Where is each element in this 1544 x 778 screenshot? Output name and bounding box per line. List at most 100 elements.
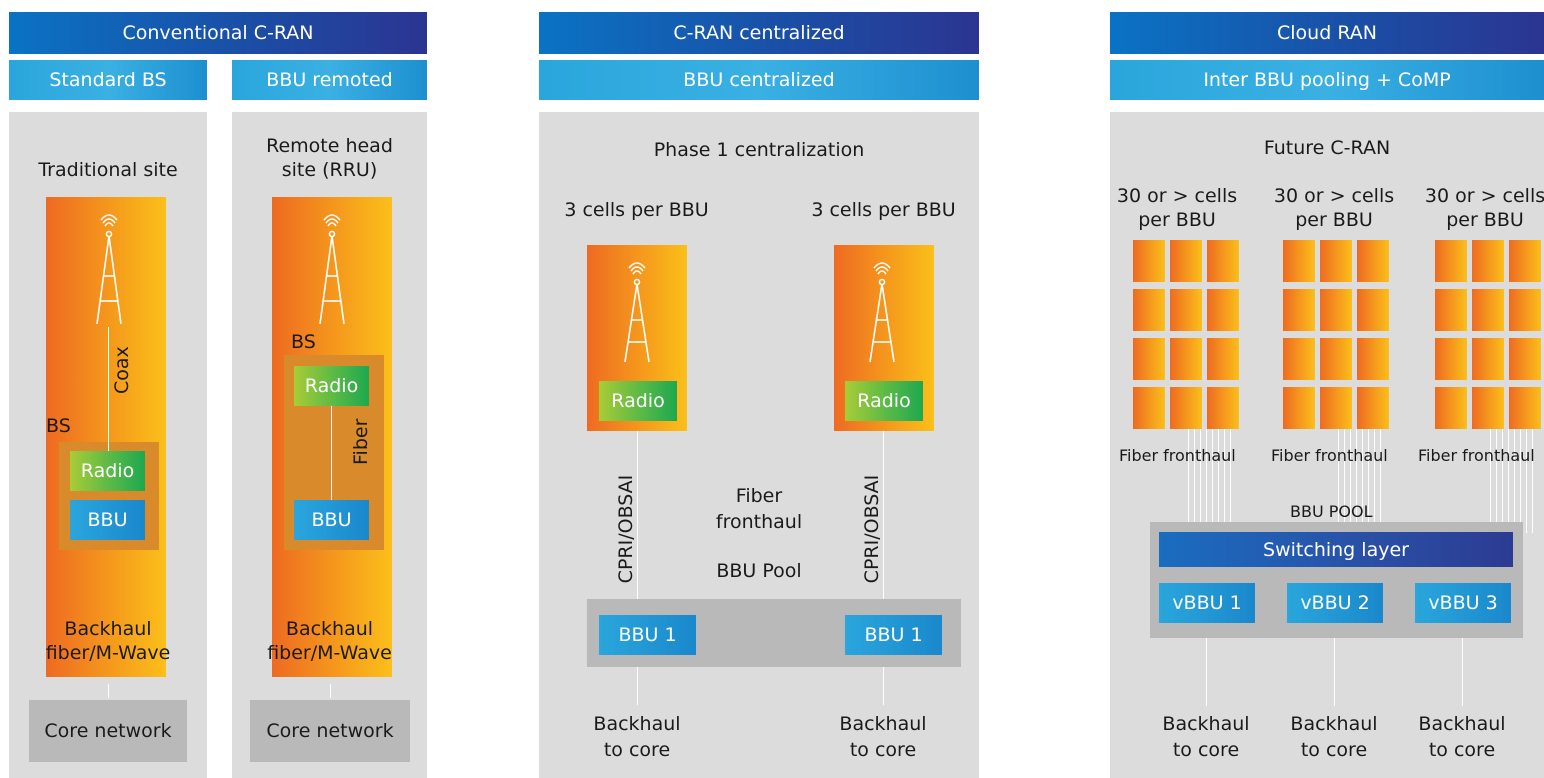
fiber-line: [331, 406, 332, 500]
fiber-fronthaul-line2: fronthaul: [715, 511, 803, 533]
fronthaul-fiber: [1344, 429, 1345, 533]
standard-bs-header: Standard BS: [9, 60, 207, 100]
fronthaul-fiber: [1362, 429, 1363, 533]
fiber-fronthaul-label-3: Fiber fronthaul: [1418, 446, 1535, 465]
standard-bs-panel: Traditional site Coax BS Radio BBU Backh…: [9, 112, 207, 778]
cell-block: [1357, 289, 1389, 331]
bbu-pool-label: BBU POOL: [1290, 502, 1373, 521]
bbu-box: BBU: [294, 500, 369, 540]
fronthaul-fiber: [1532, 429, 1533, 533]
bbu-remoted-panel: Remote head site (RRU) BS Radio Fiber BB…: [232, 112, 427, 778]
cell-block: [1283, 338, 1315, 380]
fronthaul-fiber: [1230, 429, 1231, 533]
backhaul-line2: fiber/M-Wave: [45, 642, 171, 664]
cell-block: [1435, 338, 1467, 380]
cell-block: [1357, 338, 1389, 380]
backhaul-2-line2: to core: [1300, 739, 1368, 761]
cell-block: [1435, 387, 1467, 429]
bbu-centralized-header: BBU centralized: [539, 60, 979, 100]
cell-block: [1435, 240, 1467, 282]
group1-cells-line2: per BBU: [1138, 209, 1216, 231]
cell-block: [1357, 387, 1389, 429]
fronthaul-fiber: [1374, 429, 1375, 533]
site-box: [46, 197, 166, 677]
fronthaul-fiber: [1356, 429, 1357, 533]
conventional-cran-header: Conventional C-RAN: [9, 12, 427, 54]
backhaul-line1: Backhaul: [64, 618, 152, 640]
fronthaul-fiber: [1368, 429, 1369, 533]
future-cran-label: Future C-RAN: [1263, 137, 1391, 159]
cell-block: [1509, 338, 1541, 380]
backhaul-2-line1: Backhaul: [1290, 713, 1378, 735]
fronthaul-fiber: [1496, 429, 1497, 533]
cloud-panel: Future C-RAN 30 or > cells per BBU 30 or…: [1110, 112, 1544, 778]
fronthaul-fiber: [1218, 429, 1219, 533]
bs-label: BS: [46, 415, 71, 437]
backhaul-right-line1: Backhaul: [839, 713, 927, 735]
cell-block: [1320, 289, 1352, 331]
core-network-box: Core network: [29, 700, 187, 762]
cell-block: [1509, 387, 1541, 429]
vbbu-2: vBBU 2: [1287, 583, 1383, 623]
backhaul-line-3: [1462, 638, 1463, 706]
cell-block: [1283, 240, 1315, 282]
fronthaul-fiber: [1514, 429, 1515, 533]
cell-block: [1207, 387, 1239, 429]
fiber-label: Fiber: [350, 418, 372, 465]
radio-box-right: Radio: [845, 381, 923, 421]
bbu-box: BBU: [70, 500, 145, 540]
coax-line: [108, 327, 109, 442]
bbu-pool-label: BBU Pool: [716, 560, 802, 582]
cell-block: [1357, 240, 1389, 282]
cell-block: [1283, 289, 1315, 331]
cloud-ran-header: Cloud RAN: [1110, 12, 1544, 54]
fronthaul-fiber: [1526, 429, 1527, 533]
bbu1-left: BBU 1: [599, 615, 696, 655]
backhaul-right-line2: to core: [849, 739, 917, 761]
fronthaul-fiber: [1224, 429, 1225, 533]
cell-block: [1472, 387, 1504, 429]
switching-layer: Switching layer: [1159, 532, 1513, 567]
backhaul-1-line1: Backhaul: [1162, 713, 1250, 735]
backhaul-line-1: [1206, 638, 1207, 706]
cpri-label-right: CPRI/OBSAI: [861, 474, 883, 584]
cell-block: [1170, 338, 1202, 380]
cpri-line-left: [637, 431, 638, 599]
group3-cells-line1: 30 or > cells: [1424, 185, 1544, 207]
cell-block: [1320, 240, 1352, 282]
cell-block: [1207, 289, 1239, 331]
backhaul-1-line2: to core: [1172, 739, 1240, 761]
cells-per-bbu-right: 3 cells per BBU: [811, 199, 956, 221]
fronthaul-fiber: [1206, 429, 1207, 533]
backhaul-connector: [330, 684, 331, 698]
radio-box: Radio: [294, 366, 369, 406]
cell-block: [1472, 338, 1504, 380]
cell-block: [1435, 289, 1467, 331]
fiber-fronthaul-line1: Fiber: [735, 485, 783, 507]
traditional-site-label: Traditional site: [38, 159, 178, 181]
radio-box-left: Radio: [599, 381, 677, 421]
cell-block: [1170, 289, 1202, 331]
fronthaul-fiber: [1520, 429, 1521, 533]
fronthaul-fiber: [1188, 429, 1189, 533]
fronthaul-fiber: [1338, 429, 1339, 533]
cell-block: [1170, 240, 1202, 282]
bs-label: BS: [291, 331, 316, 353]
cell-block: [1320, 338, 1352, 380]
remote-head-site-line2: site (RRU): [281, 159, 378, 181]
antenna-tower-icon: [96, 214, 122, 325]
cell-block: [1133, 289, 1165, 331]
cpri-label-left: CPRI/OBSAI: [615, 474, 637, 584]
antenna-tower-icon: [869, 262, 895, 363]
backhaul-3-line1: Backhaul: [1418, 713, 1506, 735]
group3-cells-line2: per BBU: [1446, 209, 1524, 231]
cell-block: [1170, 387, 1202, 429]
fiber-fronthaul-label-1: Fiber fronthaul: [1119, 446, 1236, 465]
cell-block: [1133, 338, 1165, 380]
inter-bbu-pooling-header: Inter BBU pooling + CoMP: [1110, 60, 1544, 100]
fiber-fronthaul-label-2: Fiber fronthaul: [1271, 446, 1388, 465]
fronthaul-fiber: [1508, 429, 1509, 533]
backhaul-line2: fiber/M-Wave: [267, 642, 392, 664]
group1-cells-line1: 30 or > cells: [1116, 185, 1238, 207]
cell-block: [1472, 289, 1504, 331]
